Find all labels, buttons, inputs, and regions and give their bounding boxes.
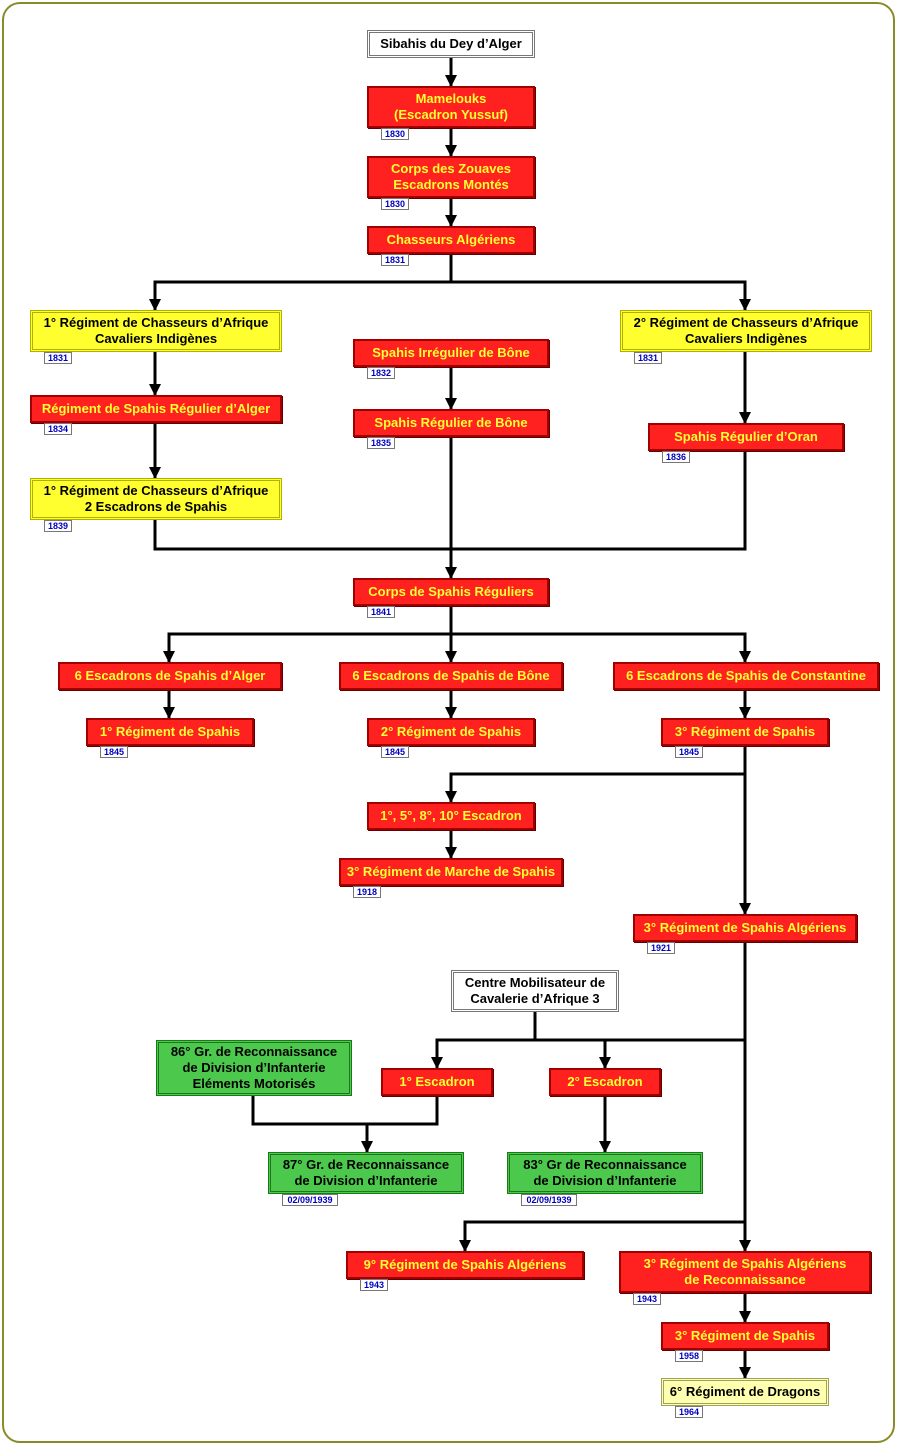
node-spahis-reg-alger: Régiment de Spahis Régulier d’Alger xyxy=(30,395,282,423)
node-rca1-cav: 1° Régiment de Chasseurs d’Afrique Caval… xyxy=(30,310,282,352)
year-badge: 1943 xyxy=(633,1293,661,1305)
node-rs2: 2° Régiment de Spahis xyxy=(367,718,535,746)
year-badge: 1845 xyxy=(675,746,703,758)
year-badge: 1830 xyxy=(381,128,409,140)
connector-line xyxy=(153,520,451,551)
connector-line xyxy=(361,1096,439,1153)
year-badge: 1964 xyxy=(675,1406,703,1418)
node-esc2: 2° Escadron xyxy=(549,1068,661,1096)
year-badge: 1831 xyxy=(381,254,409,266)
connector-line xyxy=(431,1038,745,1069)
year-badge: 1836 xyxy=(662,451,690,463)
year-badge: 1943 xyxy=(360,1279,388,1291)
connector-line xyxy=(459,1220,745,1252)
year-badge: 1834 xyxy=(44,423,72,435)
node-cmca3: Centre Mobilisateur de Cavalerie d’Afriq… xyxy=(451,970,619,1012)
node-esc1: 1° Escadron xyxy=(381,1068,493,1096)
node-escadrons: 1°, 5°, 8°, 10° Escadron xyxy=(367,802,535,830)
node-esc-constantine: 6 Escadrons de Spahis de Constantine xyxy=(613,662,879,690)
connector-line xyxy=(163,606,453,663)
connector-line xyxy=(451,451,747,551)
node-spahis-reg-bone: Spahis Régulier de Bône xyxy=(353,409,549,437)
year-badge: 1841 xyxy=(367,606,395,618)
node-gr86: 86° Gr. de Reconnaissance de Division d’… xyxy=(156,1040,352,1096)
year-badge: 1918 xyxy=(353,886,381,898)
year-badge: 1832 xyxy=(367,367,395,379)
connector-line xyxy=(451,280,751,311)
node-rsa9: 9° Régiment de Spahis Algériens xyxy=(346,1251,584,1279)
year-badge: 1958 xyxy=(675,1350,703,1362)
node-chasseurs-alg: Chasseurs Algériens xyxy=(367,226,535,254)
year-badge: 1830 xyxy=(381,198,409,210)
year-badge: 1921 xyxy=(647,942,675,954)
node-rms3: 3° Régiment de Marche de Spahis xyxy=(339,858,563,886)
node-corps-spahis: Corps de Spahis Réguliers xyxy=(353,578,549,606)
node-rsa3: 3° Régiment de Spahis Algériens xyxy=(633,914,857,942)
node-rd6: 6° Régiment de Dragons xyxy=(661,1378,829,1406)
node-rca2-cav: 2° Régiment de Chasseurs d’Afrique Caval… xyxy=(620,310,872,352)
year-badge: 1845 xyxy=(381,746,409,758)
node-gr87: 87° Gr. de Reconnaissance de Division d’… xyxy=(268,1152,464,1194)
node-zouaves: Corps des Zouaves Escadrons Montés xyxy=(367,156,535,198)
node-mamelouks: Mamelouks (Escadron Yussuf) xyxy=(367,86,535,128)
connector-line xyxy=(445,772,745,803)
year-badge: 02/09/1939 xyxy=(521,1194,577,1206)
node-sibahis: Sibahis du Dey d’Alger xyxy=(367,30,535,58)
node-rca1-spahis: 1° Régiment de Chasseurs d’Afrique 2 Esc… xyxy=(30,478,282,520)
connector-line xyxy=(251,1096,367,1126)
node-esc-alger: 6 Escadrons de Spahis d’Alger xyxy=(58,662,282,690)
connector-line xyxy=(149,254,453,311)
year-badge: 1831 xyxy=(634,352,662,364)
year-badge: 1845 xyxy=(100,746,128,758)
node-rs3b: 3° Régiment de Spahis xyxy=(661,1322,829,1350)
node-esc-bone: 6 Escadrons de Spahis de Bône xyxy=(339,662,563,690)
node-spahis-irr-bone: Spahis Irrégulier de Bône xyxy=(353,339,549,367)
node-rs3: 3° Régiment de Spahis xyxy=(661,718,829,746)
year-badge: 1839 xyxy=(44,520,72,532)
node-spahis-reg-oran: Spahis Régulier d’Oran xyxy=(648,423,844,451)
node-rsar3: 3° Régiment de Spahis Algériens de Recon… xyxy=(619,1251,871,1293)
node-gr83: 83° Gr de Reconnaissance de Division d’I… xyxy=(507,1152,703,1194)
year-badge: 02/09/1939 xyxy=(282,1194,338,1206)
node-rs1: 1° Régiment de Spahis xyxy=(86,718,254,746)
year-badge: 1835 xyxy=(367,437,395,449)
year-badge: 1831 xyxy=(44,352,72,364)
connector-line xyxy=(451,632,751,663)
